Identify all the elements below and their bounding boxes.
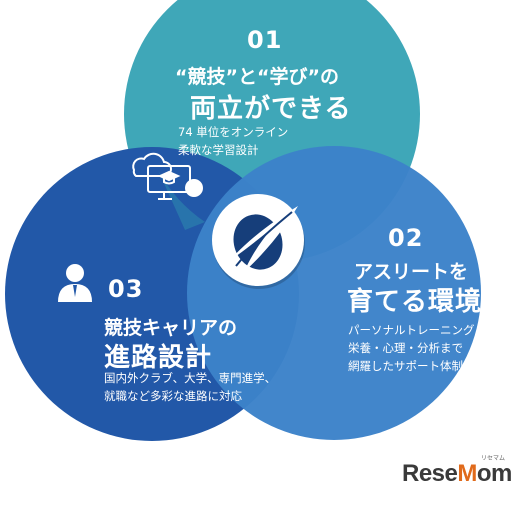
- overlap-01-03: [158, 170, 205, 230]
- watermark-kana: リセマム: [481, 455, 506, 462]
- section-01-title-line1: “競技”と“学び”の: [175, 66, 339, 88]
- watermark-brand-main: Rese: [402, 460, 458, 487]
- section-02-body-line2: 栄養・心理・分析まで: [348, 341, 463, 355]
- section-01-body-line1: 74 単位をオンライン: [178, 125, 289, 139]
- watermark-brand-end: om: [476, 460, 513, 487]
- section-01-title-line2: 両立ができる: [190, 94, 352, 124]
- watermark-logo: ReseMom: [402, 460, 512, 488]
- section-03-number: 03: [108, 275, 144, 303]
- section-03-body-line2: 就職など多彩な進路に対応: [104, 389, 242, 403]
- section-01-number: 01: [247, 26, 283, 54]
- school-logo-icon: [228, 206, 298, 272]
- person-icon: [58, 264, 92, 302]
- online-learning-icon: [132, 152, 203, 200]
- section-02-body-line1: パーソナルトレーニング: [348, 323, 475, 337]
- section-03-body-line1: 国内外クラブ、大学、専門進学、: [104, 371, 277, 385]
- watermark-brand-o: M: [457, 460, 477, 487]
- section-01-body-line2: 柔軟な学習設計: [178, 143, 259, 157]
- section-02-title-line2: 育てる環境: [347, 287, 483, 317]
- section-03-title-line1: 競技キャリアの: [104, 317, 238, 339]
- section-02-body-line3: 網羅したサポート体制: [348, 359, 463, 373]
- section-03-title-line2: 進路設計: [104, 343, 213, 373]
- section-02-title-line1: アスリートを: [354, 261, 469, 283]
- section-02-number: 02: [388, 224, 424, 252]
